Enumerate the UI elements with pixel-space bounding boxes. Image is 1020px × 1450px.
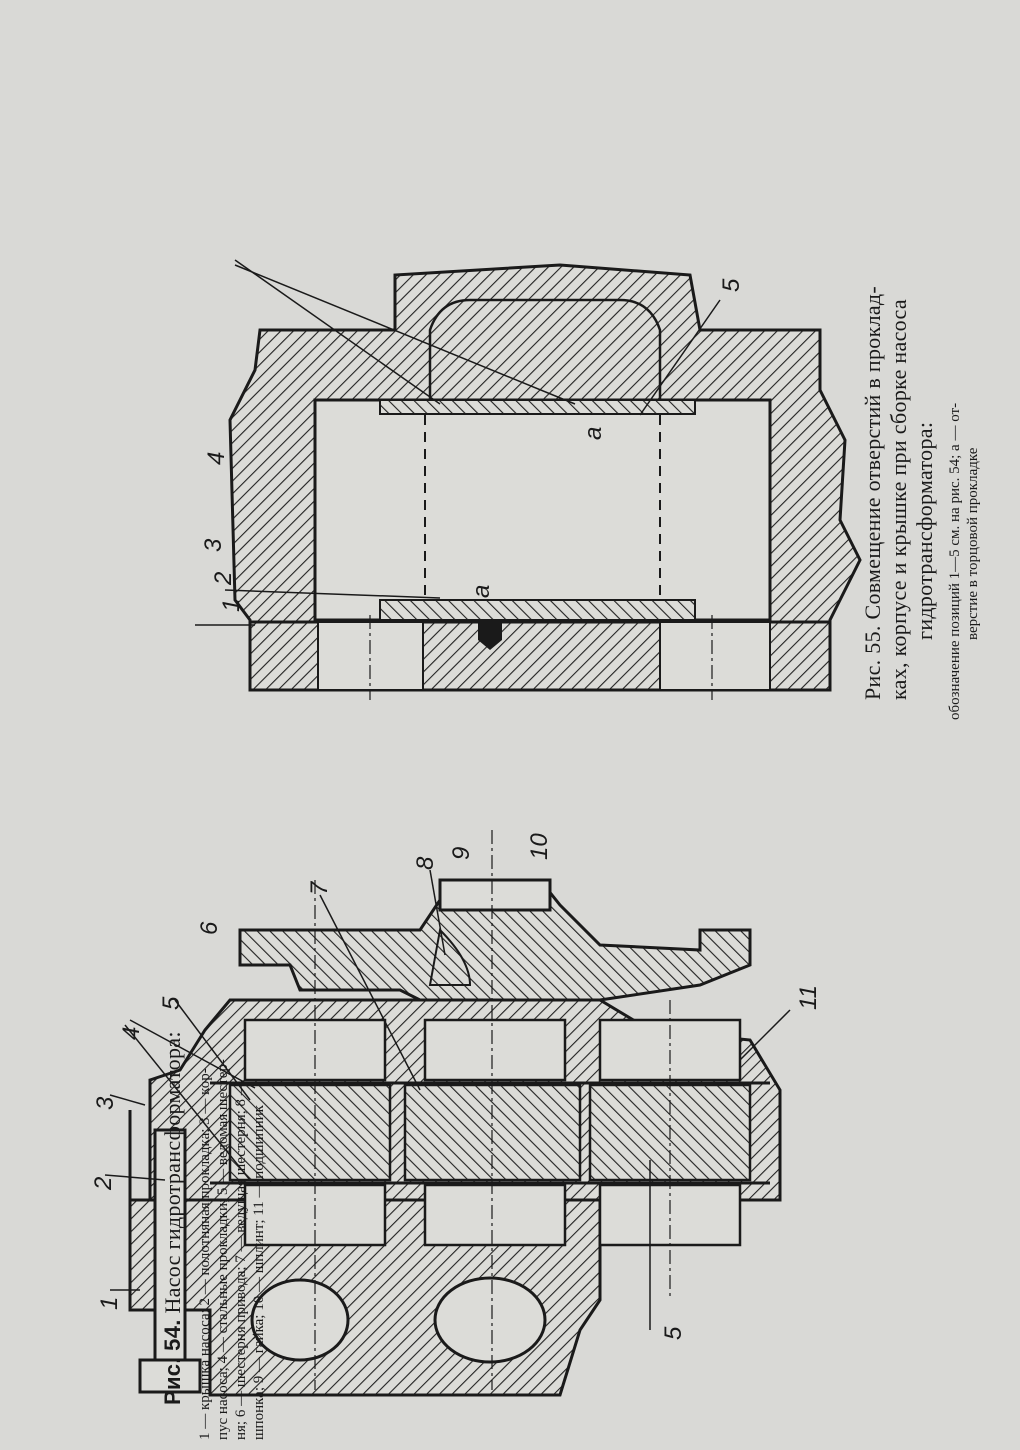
fig55-legend-line-1: обозначение позиций 1—5 см. на рис. 54; … [947, 402, 963, 720]
fig54-label-10: 10 [526, 833, 553, 860]
fig55-cavity [313, 398, 772, 622]
fig54-legend-line-3: ня; 6 — шестерня привода; 7 — ведущая ше… [233, 1080, 249, 1440]
fig54-bolt-head [138, 1358, 202, 1394]
fig54-label-5-top: 5 [158, 996, 185, 1010]
fig55-gasket-bottom [379, 599, 696, 621]
fig55-label-1: 1 [218, 598, 245, 612]
figure-55-drawing [195, 259, 862, 700]
fig55-caption-line-1: Рис. 55. Совмещение отверстий в проклад- [860, 285, 885, 700]
fig54-label-11: 11 [795, 985, 822, 1010]
fig54-key [428, 927, 472, 986]
fig55-boss [428, 298, 662, 402]
fig54-label-7: 7 [306, 881, 333, 895]
figure-54-drawing [104, 830, 791, 1397]
fig54-label-3: 3 [92, 1096, 119, 1110]
fig54-label-1: 1 [96, 1296, 123, 1310]
fig54-label-2: 2 [90, 1176, 117, 1190]
fig55-caption-line-2: ках, корпусе и крышке при сборке насоса [886, 299, 911, 700]
fig54-legend-line-1: 1 — крышка насоса; 2 — полотняная прокла… [197, 1068, 213, 1440]
fig54-bearing-5 [423, 1183, 567, 1247]
fig54-nut [438, 878, 552, 912]
fig55-legend-line-2: верстие в торцовой прокладке [965, 447, 981, 640]
fig54-bearing-2 [423, 1018, 567, 1082]
fig55-caption-line-3: гидротрансформатора: [912, 421, 937, 640]
fig54-label-6: 6 [196, 921, 223, 935]
fig54-label-5-bottom: 5 [660, 1326, 687, 1340]
fig55-label-4: 4 [203, 451, 230, 465]
fig54-legend-line-4: шпонка; 9 — гайка; 10 — шплинт; 11 — под… [251, 1105, 267, 1440]
fig54-core-hole-1 [250, 1278, 350, 1362]
fig55-gasket-top [379, 399, 696, 415]
fig55-label-5: 5 [718, 278, 745, 292]
fig54-gear-driven-top [228, 1083, 392, 1182]
fig54-core-hole-2 [433, 1276, 547, 1364]
fig54-label-4: 4 [118, 1026, 145, 1040]
fig54-caption-title: Насос гидротрансформатора: [160, 1031, 185, 1314]
fig55-bolt-hole-left [317, 621, 424, 691]
fig54-caption: Рис. 54. Насос гидротрансформатора: [160, 1031, 186, 1405]
fig54-label-9: 9 [448, 846, 475, 860]
fig55-bolt-hole-right [659, 621, 771, 691]
fig55-label-a-right: а [580, 426, 607, 440]
fig55-dowel [478, 622, 502, 650]
fig54-caption-number: Рис. 54. [160, 1319, 185, 1405]
fig55-label-2: 2 [210, 571, 237, 585]
fig54-label-8: 8 [412, 856, 439, 870]
fig55-label-a-left: а [468, 584, 495, 598]
fig55-label-3: 3 [200, 538, 227, 552]
fig54-legend-line-2: пус насоса; 4 — стальные прокладки; 5 — … [215, 1059, 231, 1440]
